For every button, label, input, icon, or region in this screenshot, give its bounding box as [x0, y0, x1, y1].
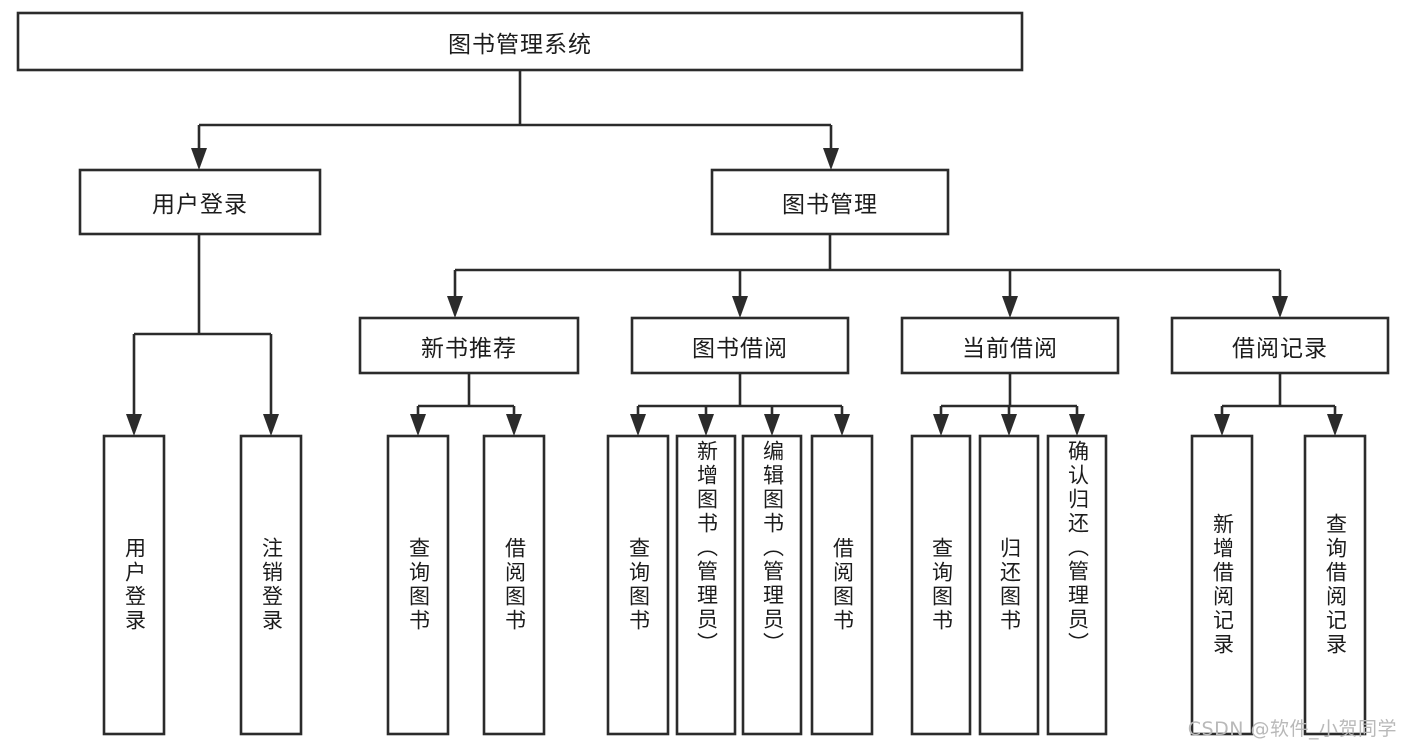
leaf-box-current-query[interactable] [910, 434, 972, 736]
arrow-head-leaf-current-confirm [1069, 414, 1085, 436]
leaf-box-borrow-add[interactable] [675, 434, 737, 736]
arrow-head-leaf-borrow-add [698, 414, 714, 436]
arrow-head-leaf-user-login [126, 414, 142, 436]
leaf-box-new-book-query[interactable] [386, 434, 450, 736]
arrow-head-current-borrow [1002, 296, 1018, 318]
leaf-box-borrow-lend[interactable] [810, 434, 874, 736]
leaf-box-new-book-borrow[interactable] [482, 434, 546, 736]
leaf-box-record-add[interactable] [1190, 434, 1254, 736]
node-box-new-book-recommend[interactable] [358, 316, 580, 375]
node-box-book-borrow[interactable] [630, 316, 850, 375]
node-box-current-borrow[interactable] [900, 316, 1120, 375]
arrow-head-user-login [191, 148, 207, 170]
leaf-box-borrow-edit[interactable] [741, 434, 803, 736]
connector-root-to-level2 [191, 70, 839, 170]
connector-current-borrow-to-leaves [933, 373, 1085, 436]
arrow-head-book-borrow [732, 296, 748, 318]
node-box-root[interactable] [16, 11, 1024, 72]
arrow-head-leaf-record-query [1327, 414, 1343, 436]
leaf-box-current-return[interactable] [978, 434, 1040, 736]
arrow-head-leaf-record-add [1214, 414, 1230, 436]
arrow-head-leaf-borrow-query [630, 414, 646, 436]
leaf-box-user-login-logout[interactable] [239, 434, 303, 736]
leaf-box-borrow-query[interactable] [606, 434, 670, 736]
connector-book-borrow-to-leaves [630, 373, 850, 436]
leaf-box-current-confirm-return[interactable] [1046, 434, 1108, 736]
arrow-head-leaf-current-return [1001, 414, 1017, 436]
arrow-head-leaf-borrow-edit [764, 414, 780, 436]
node-box-borrow-record[interactable] [1170, 316, 1390, 375]
arrow-head-leaf-borrow-lend [834, 414, 850, 436]
arrow-head-borrow-record [1272, 296, 1288, 318]
arrow-head-new-book-recommend [447, 296, 463, 318]
node-box-book-management[interactable] [710, 168, 950, 236]
connector-user-login-to-leaves [126, 234, 279, 436]
arrow-head-leaf-logout [263, 414, 279, 436]
node-box-user-login[interactable] [78, 168, 322, 236]
leaf-box-user-login-login[interactable] [102, 434, 166, 736]
arrow-head-leaf-current-query [933, 414, 949, 436]
leaf-box-record-query[interactable] [1303, 434, 1367, 736]
connector-book-management-to-level3 [447, 234, 1288, 318]
arrow-head-book-management [823, 148, 839, 170]
arrow-head-leaf-new-book-borrow [506, 414, 522, 436]
arrow-head-leaf-new-book-query [410, 414, 426, 436]
connector-borrow-record-to-leaves [1214, 373, 1343, 436]
connector-new-book-to-leaves [410, 373, 522, 436]
